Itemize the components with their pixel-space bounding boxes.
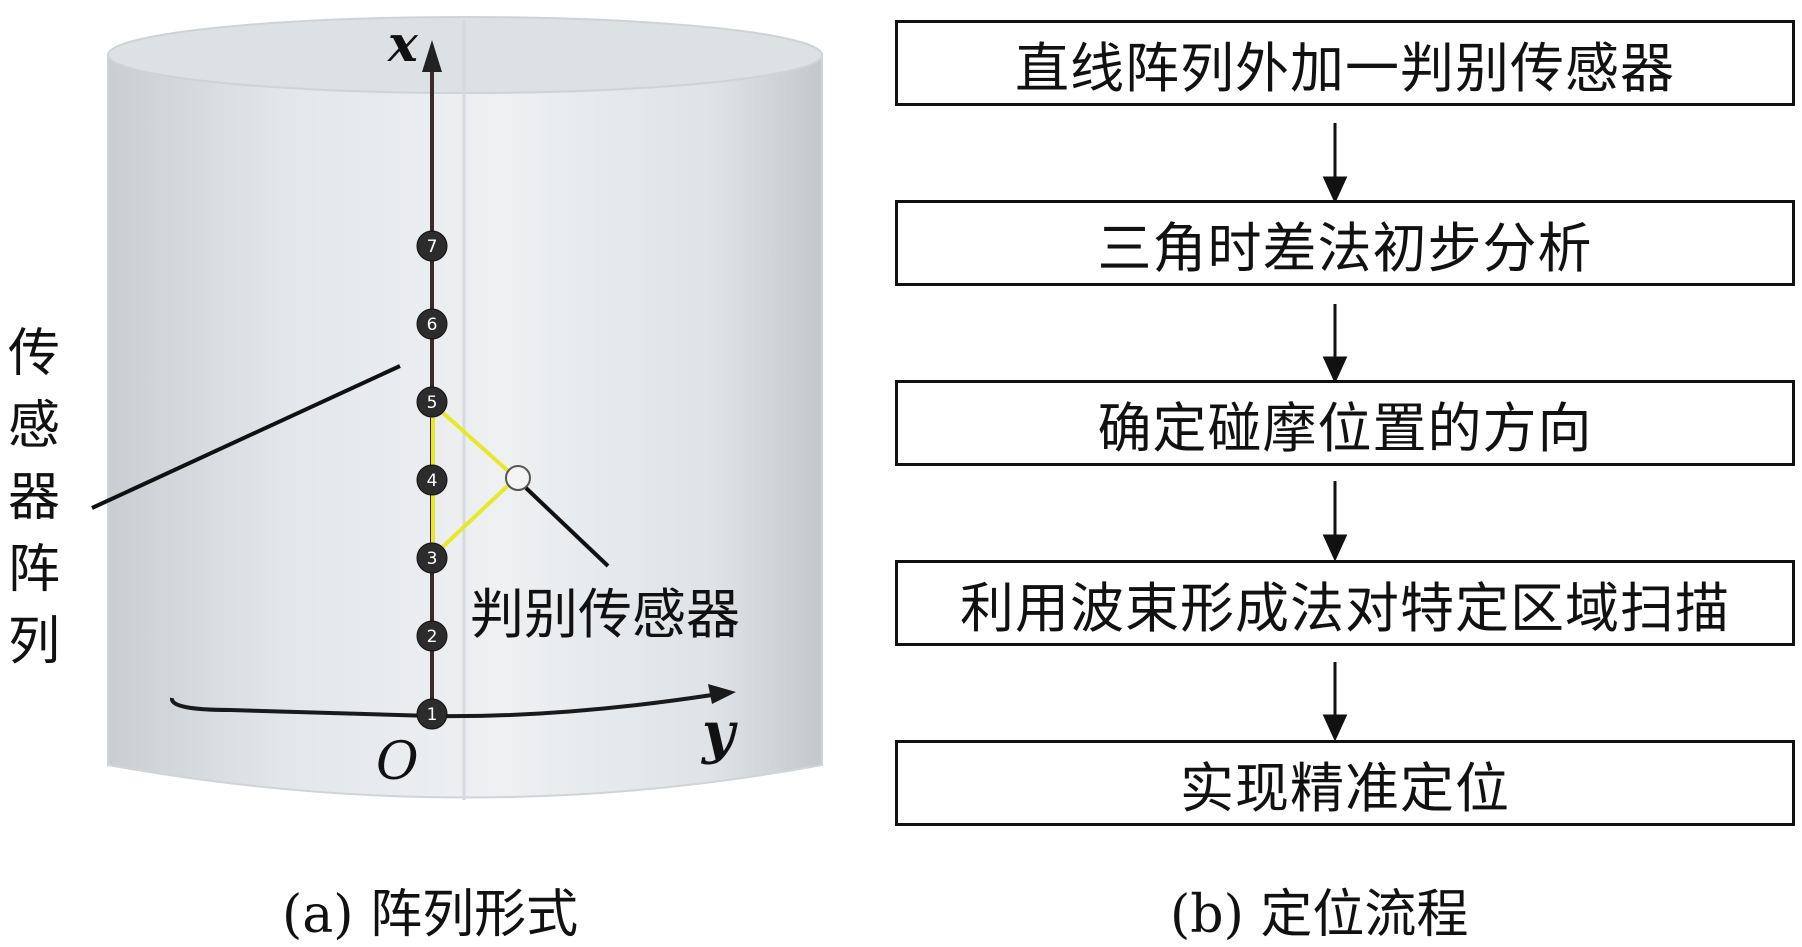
caption-a: (a) 阵列形式 [282,885,579,945]
sensor-label-7: 7 [427,237,438,257]
sensor-pointer-line [524,486,610,568]
y-axis-arrowhead [708,684,736,704]
flow-step-1: 直线阵列外加一判别传感器 [895,20,1795,106]
sensor-label-3: 3 [427,549,438,569]
sensor-3 [416,542,448,574]
y-axis-label: y [702,700,735,766]
sensor-array-label: 传 感 器 阵 列 [7,324,60,672]
flow-step-4: 利用波束形成法对特定区域扫描 [895,560,1795,646]
sensor-label-2: 2 [427,627,438,647]
sensor-array: 1 2 3 4 5 6 7 [416,230,448,730]
sensor-label-6: 6 [427,315,438,335]
x-axis-label: x [388,14,418,73]
sensor-5 [416,386,448,418]
array-pointer-line [91,364,401,510]
sensor-label-4: 4 [427,471,438,491]
sensor-label-1: 1 [427,705,438,725]
sensor-label-5: 5 [427,393,438,413]
sensor-7 [416,230,448,262]
flow-arrows [1322,123,1348,742]
sensor-4 [416,464,448,496]
y-axis [170,693,713,719]
sensor-2 [416,620,448,652]
flow-step-3: 确定碰摩位置的方向 [895,380,1795,466]
origin-label: O [376,732,419,792]
flow-step-5: 实现精准定位 [895,740,1795,826]
discriminating-sensor [505,465,531,491]
x-axis-arrowhead [422,40,442,72]
flow-step-2: 三角时差法初步分析 [895,200,1795,286]
sensor-1 [416,698,448,730]
discriminating-sensor-label: 判别传感器 [470,583,740,646]
caption-b: (b) 定位流程 [1170,885,1469,945]
sensor-6 [416,308,448,340]
